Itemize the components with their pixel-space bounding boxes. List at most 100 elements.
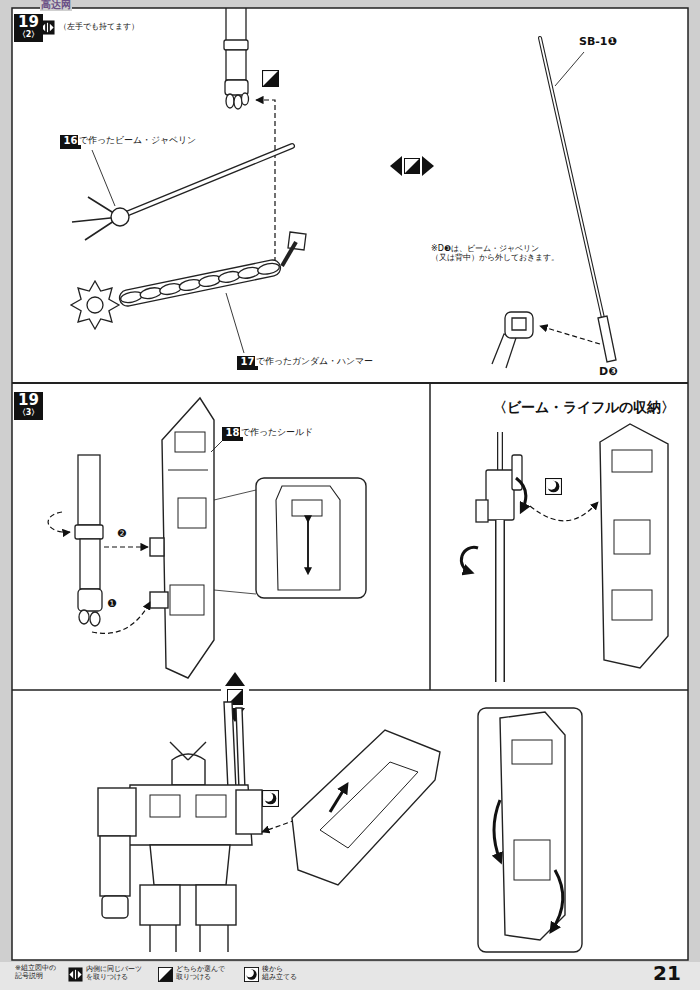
shield-illustration bbox=[150, 538, 164, 556]
gundam-illustration bbox=[150, 845, 230, 885]
gundam-illustration bbox=[196, 795, 226, 817]
part-reference: で作ったガンダム・ハンマー bbox=[255, 356, 374, 366]
symbol-icon bbox=[225, 672, 245, 686]
gundam-hammer bbox=[282, 242, 296, 266]
beam-saber bbox=[540, 38, 603, 318]
beam-rifle bbox=[512, 455, 522, 490]
page-panel bbox=[429, 383, 431, 690]
gundam-illustration bbox=[128, 785, 252, 845]
shield-illustration bbox=[600, 424, 668, 668]
part-number: SB-1❶ bbox=[578, 36, 618, 49]
gundam-hammer bbox=[118, 259, 282, 308]
step-label: 18 bbox=[225, 428, 240, 439]
gundam-illustration bbox=[224, 702, 236, 790]
gundam-illustration bbox=[150, 795, 180, 817]
gundam-illustration bbox=[236, 790, 262, 834]
shield-illustration bbox=[214, 490, 256, 500]
shield-illustration bbox=[292, 730, 440, 885]
beam-javelin bbox=[92, 150, 115, 206]
hand-illustration bbox=[226, 94, 234, 108]
step-sub-label: 〈2〉 bbox=[17, 31, 40, 39]
shield-illustration bbox=[168, 470, 208, 471]
gundam-hammer bbox=[226, 293, 244, 353]
step-label: 19 bbox=[17, 15, 40, 31]
beam-javelin bbox=[72, 146, 292, 240]
shield-illustration bbox=[214, 590, 256, 594]
page-panel bbox=[12, 8, 688, 960]
beam-rifle bbox=[476, 500, 488, 522]
hand-illustration bbox=[75, 525, 103, 539]
beam-rifle bbox=[497, 520, 504, 682]
step-label: 19 bbox=[17, 393, 40, 409]
assembly-arrow bbox=[256, 100, 275, 262]
gundam-illustration bbox=[150, 925, 228, 952]
gundam-hammer bbox=[71, 232, 306, 353]
hand-illustration bbox=[492, 334, 516, 368]
page-panel bbox=[0, 962, 700, 990]
legend-symbol bbox=[158, 967, 172, 981]
shield-illustration bbox=[150, 592, 168, 608]
symbol-icon bbox=[405, 159, 420, 174]
page-panel bbox=[12, 689, 688, 691]
assembly-arrow bbox=[104, 546, 148, 547]
gundam-illustration bbox=[102, 896, 128, 918]
symbol-icon bbox=[40, 20, 561, 806]
hand-illustration bbox=[505, 312, 533, 338]
shield-illustration bbox=[612, 590, 652, 620]
rotation-arrow bbox=[552, 870, 563, 930]
page-panel bbox=[0, 8, 700, 990]
gundam-hammer bbox=[237, 266, 261, 280]
gundam-hammer bbox=[218, 270, 242, 284]
gundam-hammer bbox=[159, 282, 183, 296]
hand-illustration bbox=[79, 610, 89, 624]
shield-illustration bbox=[514, 840, 550, 880]
callout-number: ❷ bbox=[116, 528, 128, 541]
gundam-illustration bbox=[140, 885, 180, 925]
assembly-arrow bbox=[540, 326, 600, 344]
gundam-illustration bbox=[196, 885, 236, 925]
page-number: 21 bbox=[652, 962, 682, 985]
step-sub-label: 〈3〉 bbox=[17, 409, 40, 417]
hand-illustration bbox=[234, 95, 242, 109]
step-label: 17 bbox=[240, 357, 255, 368]
shield-illustration bbox=[600, 424, 668, 668]
assembly-arrow bbox=[92, 602, 150, 633]
gundam-hammer bbox=[198, 274, 222, 288]
rotation-arrow bbox=[461, 478, 525, 572]
hand-illustration bbox=[224, 40, 248, 50]
hand-illustration bbox=[512, 318, 526, 330]
symbol-icon bbox=[422, 156, 434, 176]
gundam-illustration bbox=[170, 742, 206, 760]
hand-illustration bbox=[90, 612, 100, 626]
shield-illustration bbox=[175, 432, 205, 452]
shield-illustration bbox=[170, 585, 204, 615]
watermark: 高达网 bbox=[40, 0, 72, 11]
gundam-illustration bbox=[100, 836, 130, 896]
shield-illustration bbox=[178, 498, 206, 528]
legend-text: 内側に同じパーツ を取りつける bbox=[86, 965, 146, 981]
beam-javelin bbox=[126, 146, 292, 214]
shield-illustration bbox=[614, 520, 650, 554]
note-text: ※D❸は、ビーム・ジャベリン （又は背中）から外しておきます。 bbox=[430, 244, 572, 262]
rotation-arrow bbox=[494, 800, 500, 860]
gundam-hammer bbox=[118, 259, 282, 308]
gundam-illustration bbox=[98, 702, 262, 952]
shield-illustration bbox=[612, 450, 652, 472]
rotation-arrow bbox=[516, 478, 526, 510]
assembly-arrow bbox=[48, 512, 70, 532]
shield-illustration bbox=[292, 708, 582, 952]
beam-rifle bbox=[486, 470, 514, 520]
beam-rifle bbox=[497, 432, 503, 470]
shield-illustration bbox=[307, 520, 309, 572]
rotation-arrow bbox=[494, 800, 563, 930]
hand-illustration bbox=[492, 312, 533, 368]
gundam-hammer bbox=[87, 297, 103, 313]
part-reference: で作ったビーム・ジャベリン bbox=[78, 135, 197, 145]
symbol-icon bbox=[390, 156, 402, 176]
symbol-icon bbox=[263, 791, 279, 807]
shield-illustration bbox=[512, 740, 552, 764]
beam-javelin bbox=[111, 208, 129, 226]
legend-text: どちらか選んで 取りつける bbox=[176, 965, 230, 981]
